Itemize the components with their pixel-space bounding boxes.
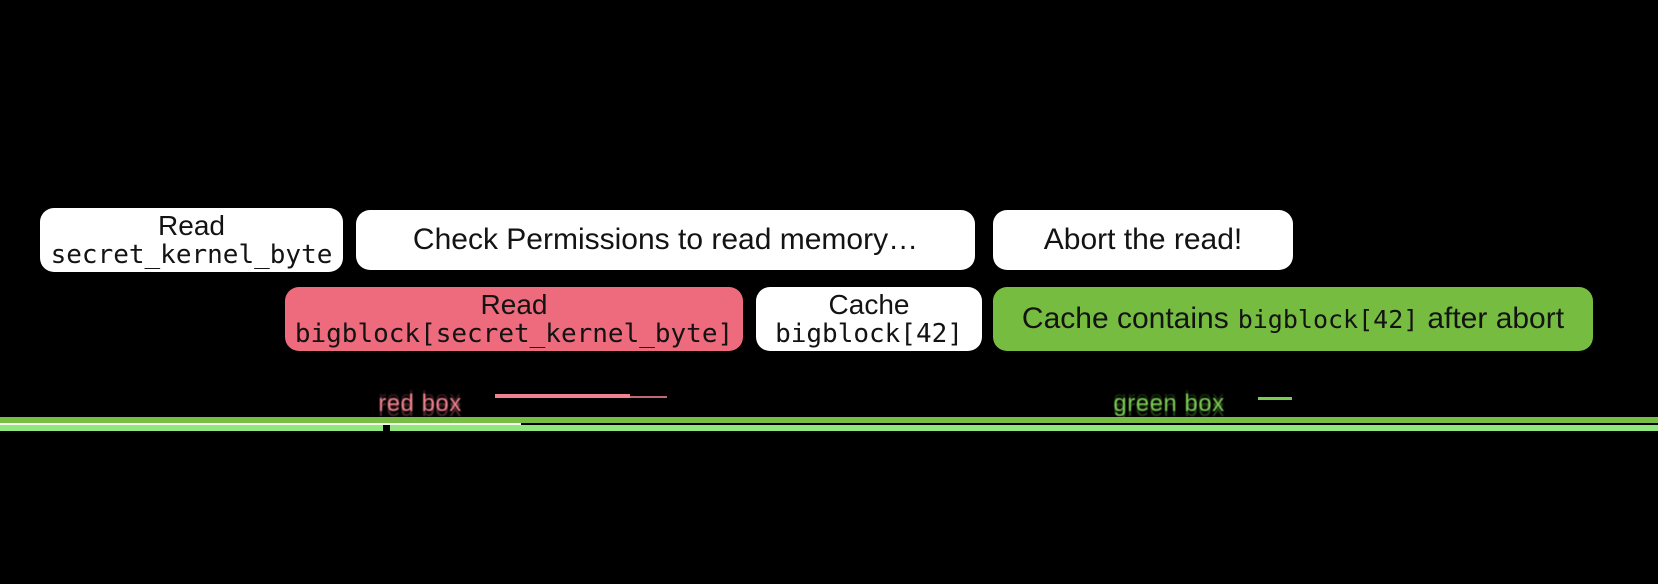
caption-red-box: red box	[378, 390, 462, 417]
red-caption-underline-tail	[630, 396, 667, 398]
step-read-secret-box: Read secret_kernel_byte	[40, 208, 343, 272]
step-read-secret-title: Read	[158, 209, 225, 241]
timeline-stripe-green	[0, 425, 1658, 431]
green-caption-underline	[1258, 397, 1292, 400]
cache-contains-code: bigblock[42]	[1237, 304, 1419, 334]
cache-contains-pre: Cache contains	[1021, 301, 1229, 335]
step-read-bigblock-code: bigblock[secret_kernel_byte]	[294, 319, 734, 350]
red-caption-underline	[495, 394, 630, 398]
step-cache-bigblock-box: Cache bigblock[42]	[756, 287, 982, 351]
timeline-stripe-notch	[383, 425, 390, 431]
step-read-bigblock-title: Read	[480, 288, 548, 320]
caption-green-box: green box	[1113, 390, 1225, 417]
step-check-permissions-box: Check Permissions to read memory…	[356, 210, 975, 270]
timeline-line-green	[0, 417, 1658, 423]
step-abort-title: Abort the read!	[1043, 222, 1243, 256]
step-cache-contains-box: Cache contains bigblock[42] after abort	[993, 287, 1593, 351]
step-read-secret-code: secret_kernel_byte	[50, 240, 333, 271]
step-cache-bigblock-title: Cache	[828, 288, 910, 320]
cache-contains-post: after abort	[1427, 301, 1565, 335]
timeline-line-white	[0, 423, 521, 425]
step-cache-bigblock-code: bigblock[42]	[775, 319, 963, 350]
step-check-permissions-title: Check Permissions to read memory…	[412, 222, 919, 256]
step-read-bigblock-box: Read bigblock[secret_kernel_byte]	[285, 287, 743, 351]
step-abort-box: Abort the read!	[993, 210, 1293, 270]
